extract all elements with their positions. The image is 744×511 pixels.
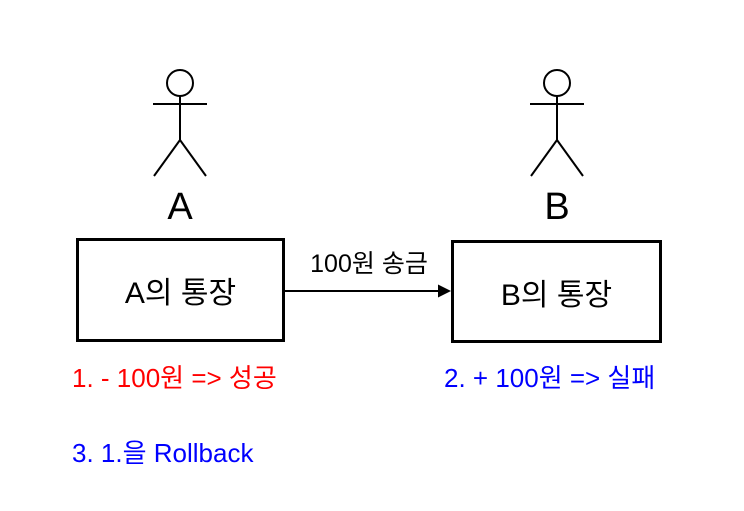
account-box-a-label: A의 통장 — [124, 277, 237, 310]
annotation-step-1: 1. - 100원 => 성공 — [72, 363, 277, 393]
annotation-step-3: 3. 1.을 Rollback — [72, 438, 254, 468]
annotation-step-2: 2. + 100원 => 실패 — [444, 363, 656, 393]
transfer-arrow-label: 100원 송금 — [310, 250, 428, 278]
stick-person-icon — [530, 69, 584, 177]
stick-person-icon — [153, 69, 207, 177]
account-box-b: B의 통장 — [451, 240, 662, 343]
account-box-b-label: B의 통장 — [500, 278, 613, 312]
account-box-a: A의 통장 — [76, 238, 285, 342]
arrow-right-icon — [285, 284, 451, 298]
actor-b-label: B — [544, 186, 570, 228]
actor-a-label: A — [167, 186, 193, 228]
